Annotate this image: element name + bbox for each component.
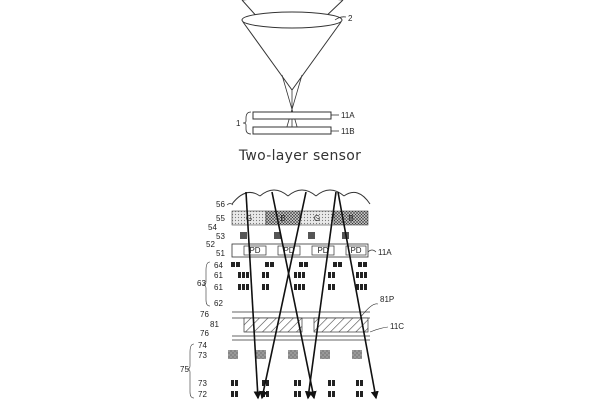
third-layer-blocks [228, 350, 362, 359]
label-54: 54 [208, 223, 217, 232]
label-75: 75 [180, 365, 189, 374]
label-11c: 11C [390, 322, 404, 331]
label-61: 61 [214, 283, 223, 292]
label-61: 61 [214, 271, 223, 280]
hatched-layer [243, 317, 303, 333]
label-53: 53 [216, 232, 225, 241]
label-63: 63 [197, 279, 206, 288]
label-51: 51 [216, 249, 225, 258]
label-62: 62 [214, 299, 223, 308]
filter-cell: G [246, 214, 252, 223]
label-55: 55 [216, 214, 225, 223]
label-73: 73 [198, 351, 207, 360]
label-11a: 11A [378, 248, 392, 257]
wiring-layer [231, 262, 367, 290]
filter-cell: B [280, 214, 285, 223]
filter-cell: G [314, 214, 320, 223]
layer-11b [252, 126, 332, 135]
lens-label: 2 [348, 14, 353, 23]
label-73: 73 [198, 379, 207, 388]
layer-11b-label: 11B [341, 127, 355, 136]
label-81: 81 [210, 320, 219, 329]
pd-cell: PD [350, 246, 361, 255]
hatched-layer [313, 317, 369, 333]
pd-cell: PD [283, 246, 294, 255]
sensor-label: 1 [236, 119, 241, 128]
photodiode-row: PD PD PD PD [231, 243, 369, 258]
label-76: 76 [200, 329, 209, 338]
bottom-figure: G B G B PD PD PD PD [180, 189, 404, 400]
light-rays [245, 191, 379, 400]
sensor-brace [242, 111, 252, 135]
label-76: 76 [200, 310, 209, 319]
right-labels: 11A 81P 11C [359, 248, 404, 333]
layer-11a-label: 11A [341, 111, 355, 120]
figure-caption: Two-layer sensor [238, 148, 362, 164]
filter-cell: B [348, 214, 353, 223]
pd-cell: PD [317, 246, 328, 255]
label-81p: 81P [380, 295, 394, 304]
label-56: 56 [216, 200, 225, 209]
left-labels: 56 55 54 53 52 51 64 61 61 62 63 76 81 7… [180, 200, 234, 399]
top-figure: 2 11A 11B 1 [236, 0, 355, 136]
label-64: 64 [214, 261, 223, 270]
microlens-array [231, 189, 371, 205]
light-shield-row [240, 232, 349, 239]
pd-cell: PD [249, 246, 260, 255]
label-52: 52 [206, 240, 215, 249]
label-74: 74 [198, 341, 207, 350]
lens-ellipse [241, 11, 343, 29]
label-72: 72 [198, 390, 207, 399]
layer-11a [252, 111, 332, 120]
bottom-wiring [231, 380, 363, 397]
